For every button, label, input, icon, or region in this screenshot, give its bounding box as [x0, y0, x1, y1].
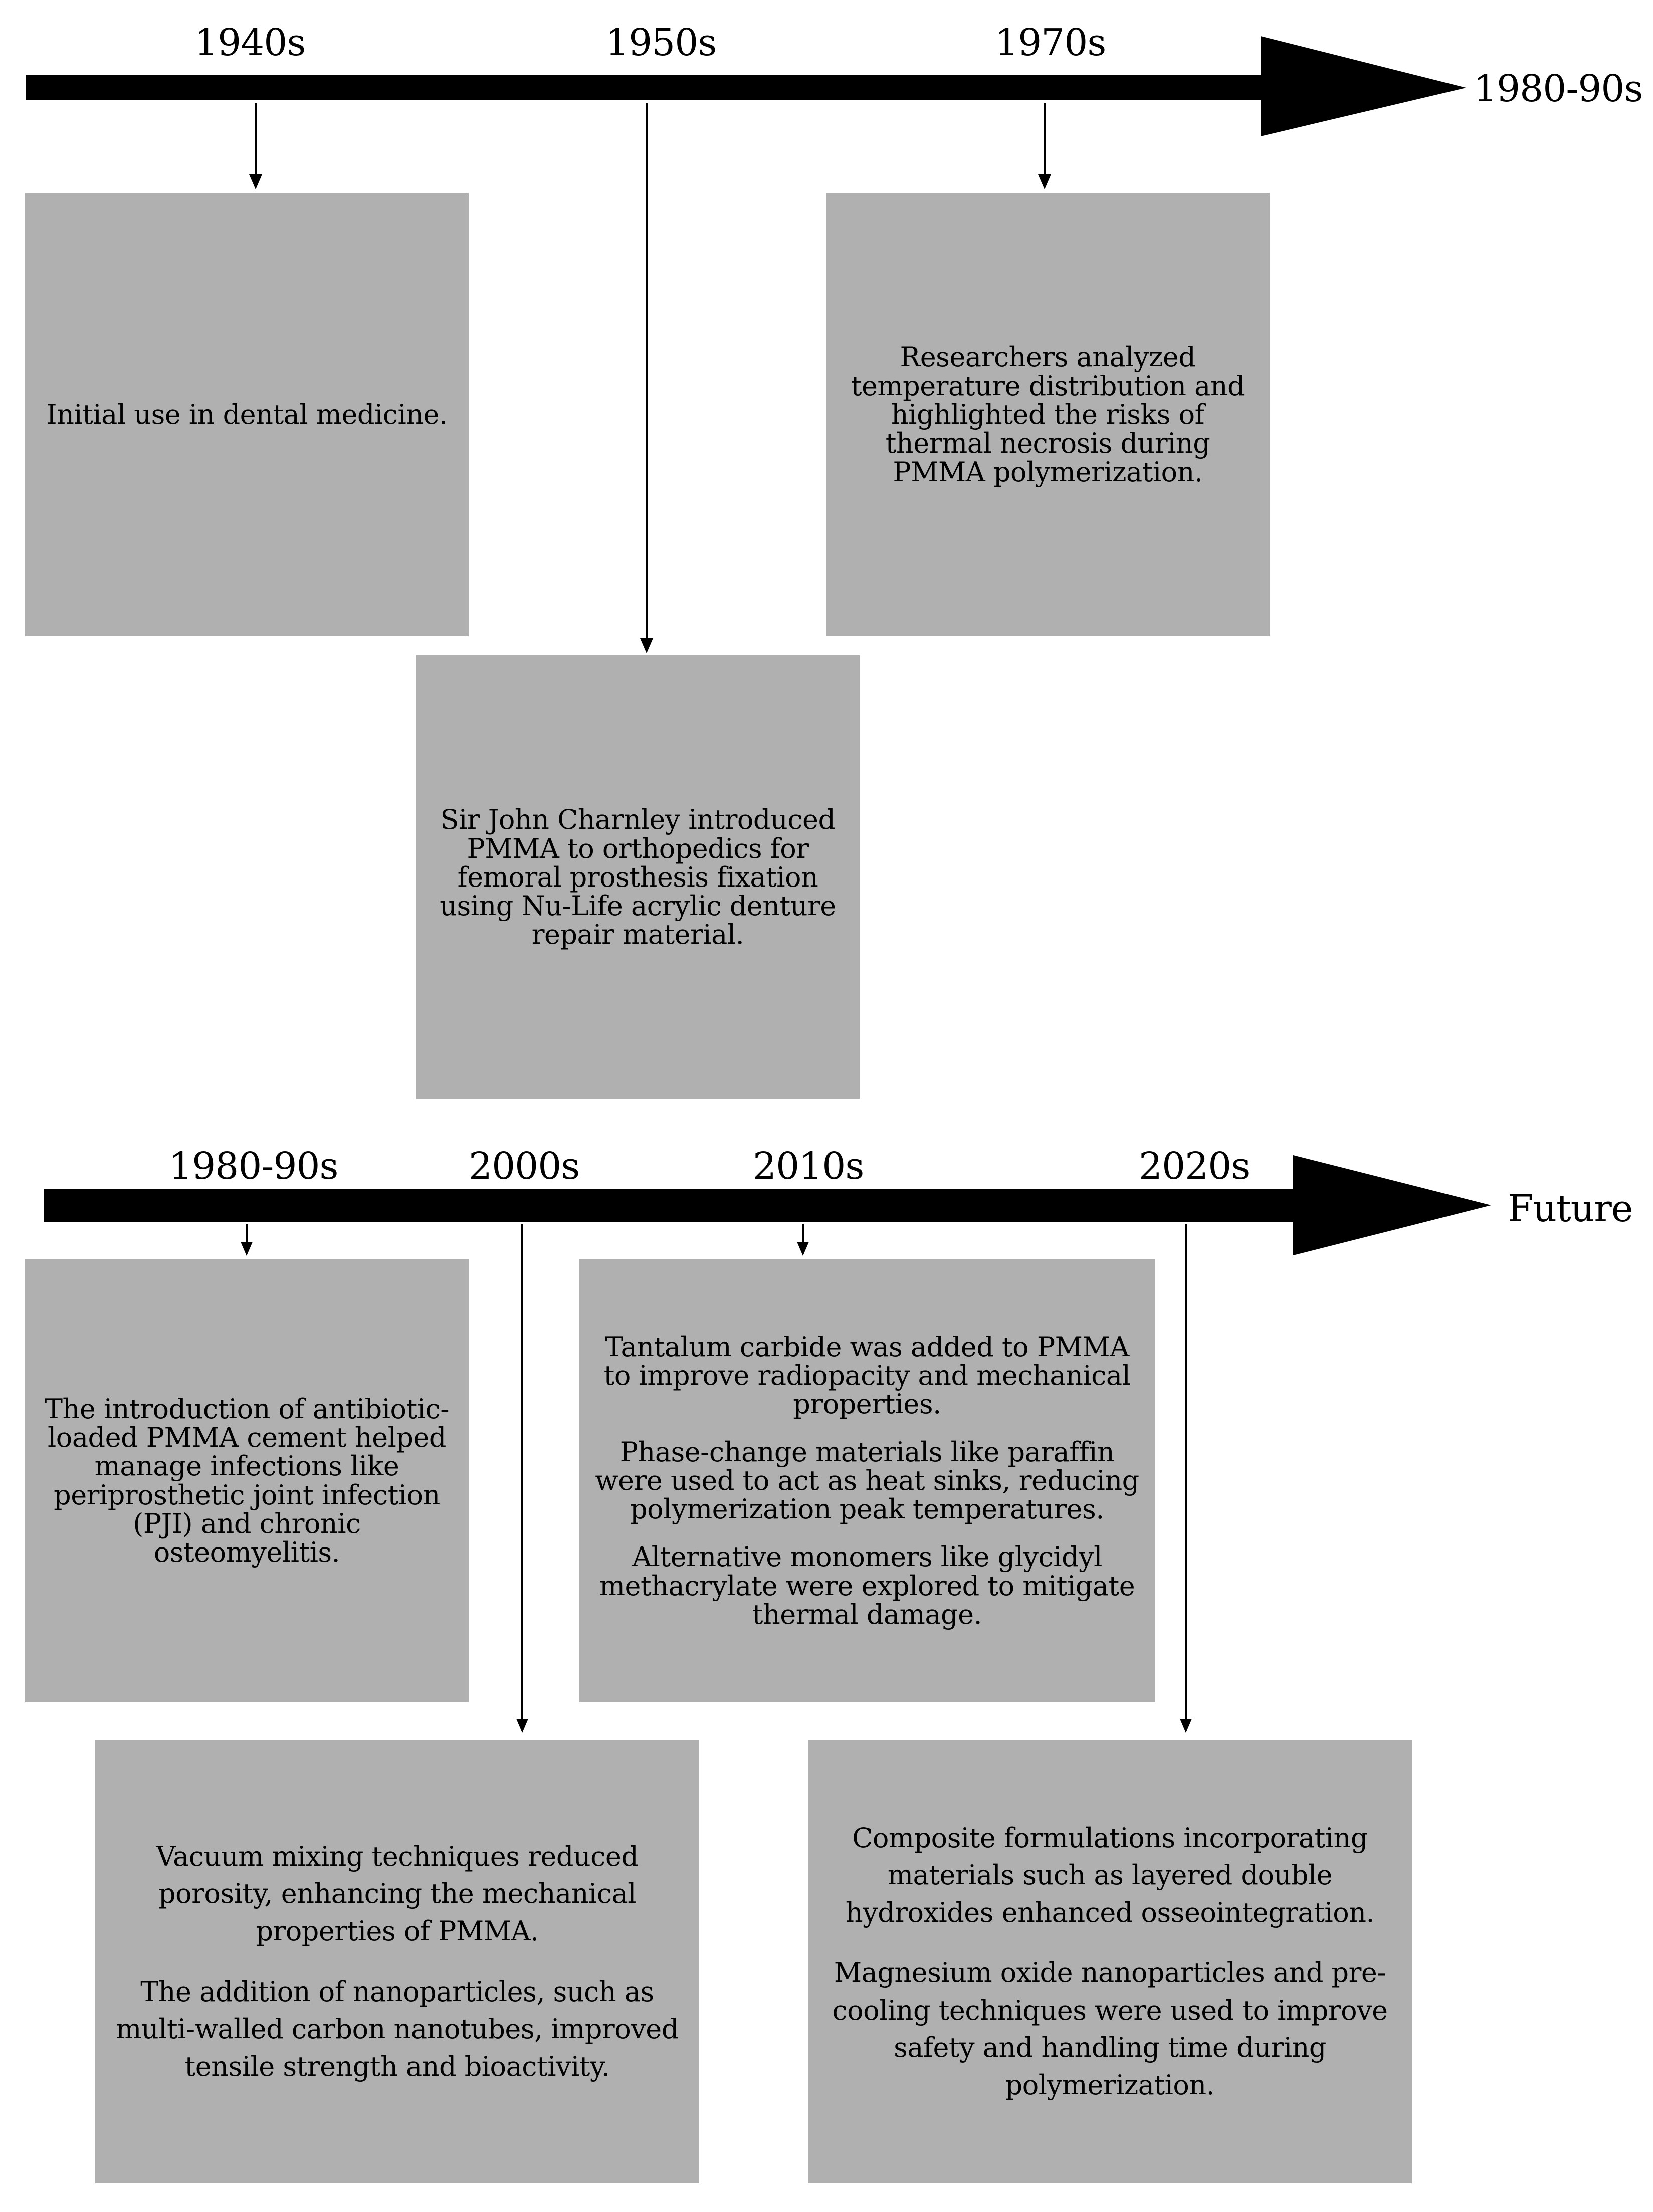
event-box-1950s: Sir John Charnley introduced PMMA to ort…: [416, 655, 860, 1099]
arrowhead-1940s: [249, 174, 262, 189]
era-label-1970s: 1970s: [995, 21, 1106, 64]
event-box-2000s: Vacuum mixing techniques reduced porosit…: [95, 1740, 699, 2183]
event-box-1980-90s: The introduction of antibiotic-loaded PM…: [25, 1259, 469, 1702]
event-text: The addition of nanoparticles, such as m…: [116, 1975, 679, 2082]
arrowhead-2000s: [516, 1719, 528, 1733]
bottom-timeline-arrow: [44, 1155, 1491, 1255]
arrowhead-2020s: [1180, 1719, 1192, 1733]
event-text: The introduction of antibiotic-loaded PM…: [45, 1393, 449, 1568]
arrowhead-1950s: [640, 638, 653, 653]
event-box-2020s: Composite formulations incorporating mat…: [808, 1740, 1412, 2183]
event-text: Vacuum mixing techniques reduced porosit…: [156, 1840, 639, 1947]
era-label-2020s: 2020s: [1139, 1145, 1250, 1188]
event-box-1940s: Initial use in dental medicine.: [25, 193, 469, 636]
event-text: Researchers analyzed temperature distrib…: [851, 341, 1245, 488]
event-box-2010s: Tantalum carbide was added to PMMA to im…: [579, 1259, 1155, 1702]
event-text: Initial use in dental medicine.: [46, 398, 448, 430]
arrowhead-1980-90s: [241, 1242, 253, 1256]
arrowhead-1970s: [1038, 174, 1051, 189]
event-text: Alternative monomers like glycidyl metha…: [599, 1541, 1135, 1630]
arrowhead-2010s: [797, 1242, 809, 1256]
event-text: Composite formulations incorporating mat…: [845, 1822, 1375, 1928]
event-text: Sir John Charnley introduced PMMA to ort…: [440, 804, 836, 951]
event-text: Tantalum carbide was added to PMMA to im…: [603, 1331, 1131, 1420]
era-label-2000s: 2000s: [469, 1145, 580, 1188]
event-box-1970s: Researchers analyzed temperature distrib…: [826, 193, 1270, 636]
era-label-1940s: 1940s: [194, 21, 306, 64]
bottom-timeline-end-label: Future: [1508, 1187, 1633, 1230]
era-label-1950s: 1950s: [605, 21, 717, 64]
top-timeline-arrow: [26, 36, 1466, 136]
era-label-1980-90s: 1980-90s: [169, 1145, 338, 1188]
era-label-2010s: 2010s: [753, 1145, 864, 1188]
event-text: Magnesium oxide nanoparticles and pre-co…: [832, 1957, 1388, 2101]
top-timeline-end-label: 1980-90s: [1474, 67, 1643, 110]
event-text: Phase-change materials like paraffin wer…: [595, 1436, 1139, 1525]
